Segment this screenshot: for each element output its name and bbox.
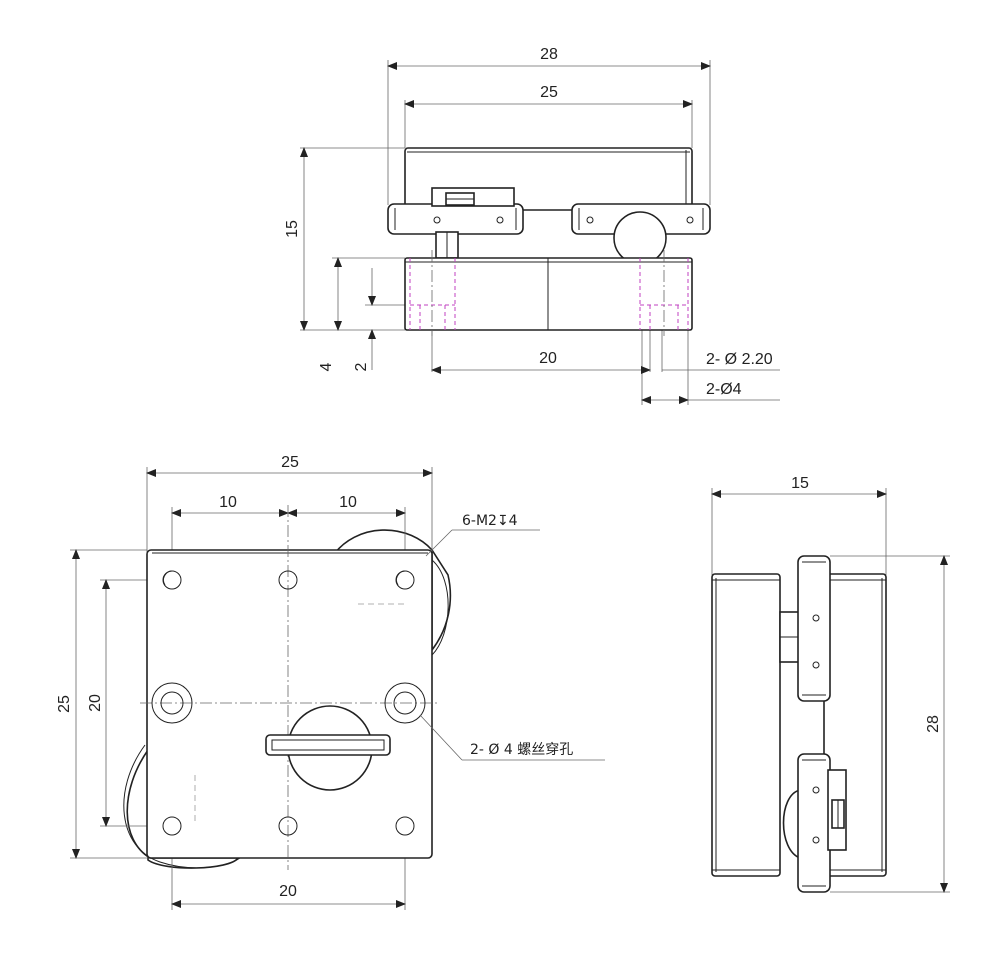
dim-front-pitch-left-10: 10: [219, 494, 237, 511]
dim-top-depth-4: 4: [318, 362, 335, 371]
note-thread-m2: 6-M2↧4: [462, 513, 518, 529]
note-hole-large: 2-Ø4: [706, 381, 742, 398]
dim-top-height-15: 15: [284, 220, 301, 238]
dim-side-height-28: 28: [925, 715, 942, 733]
dim-top-depth-2: 2: [353, 362, 370, 371]
note-through-hole: 2- Ø 4 螺丝穿孔: [470, 742, 573, 758]
side-view: 15 28: [711, 475, 950, 893]
dim-front-pitch-right-10: 10: [339, 494, 357, 511]
dim-front-height-25: 25: [56, 695, 73, 713]
note-hole-small: 2- Ø 2.20: [706, 351, 773, 368]
dim-front-pitch-20-bottom: 20: [279, 883, 297, 900]
dim-top-width-25: 25: [540, 84, 558, 101]
front-view: 25 10 10 25 20 20 6-M2↧4 2- Ø 4 螺丝穿孔: [56, 454, 605, 910]
dim-top-spacing-20: 20: [539, 350, 557, 367]
dim-front-width-25: 25: [281, 454, 299, 471]
dim-front-pitch-20-vertical: 20: [87, 694, 104, 712]
top-view: 28 25 15 4 2 20 2- Ø 2.20 2-Ø4: [284, 46, 780, 405]
dim-top-width-28: 28: [540, 46, 558, 63]
dim-side-width-15: 15: [791, 475, 809, 492]
